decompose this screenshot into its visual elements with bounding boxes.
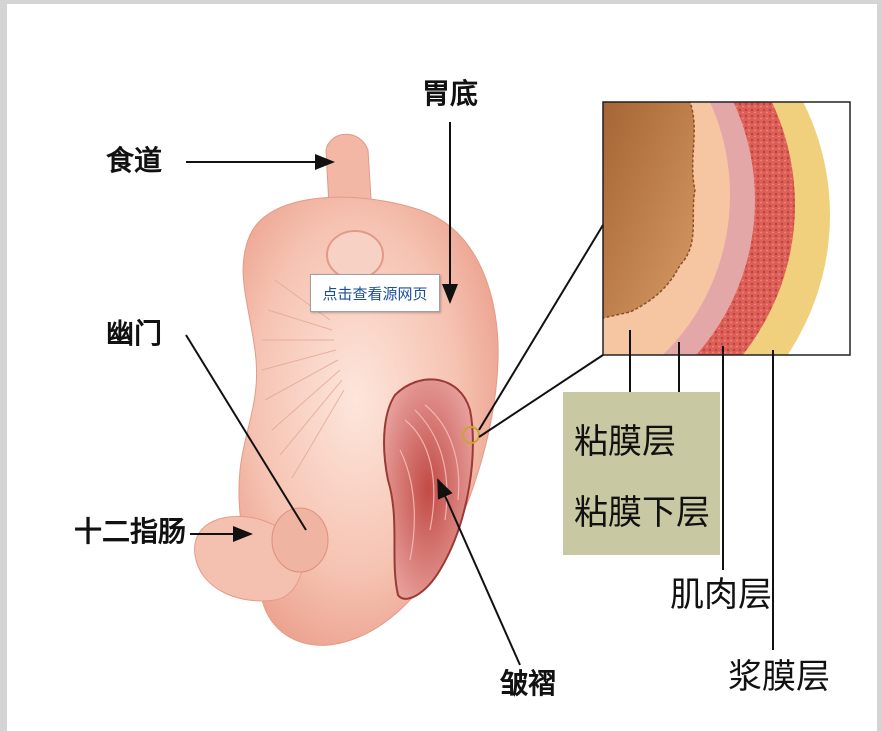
submucosa-label: 粘膜下层 — [574, 496, 710, 530]
duodenum-label: 十二指肠 — [74, 518, 186, 546]
folds-label: 皱褶 — [500, 670, 556, 698]
serosa-label: 浆膜层 — [728, 660, 830, 694]
view-source-link[interactable]: 点击查看源网页 — [310, 274, 440, 312]
pylorus-label: 幽门 — [106, 320, 162, 348]
stomach-illustration — [195, 134, 499, 645]
mucosa-label: 粘膜层 — [574, 425, 676, 459]
esophagus-label: 食道 — [106, 147, 162, 175]
muscle-label: 肌肉层 — [670, 578, 772, 612]
fundus-label: 胃底 — [422, 80, 478, 108]
